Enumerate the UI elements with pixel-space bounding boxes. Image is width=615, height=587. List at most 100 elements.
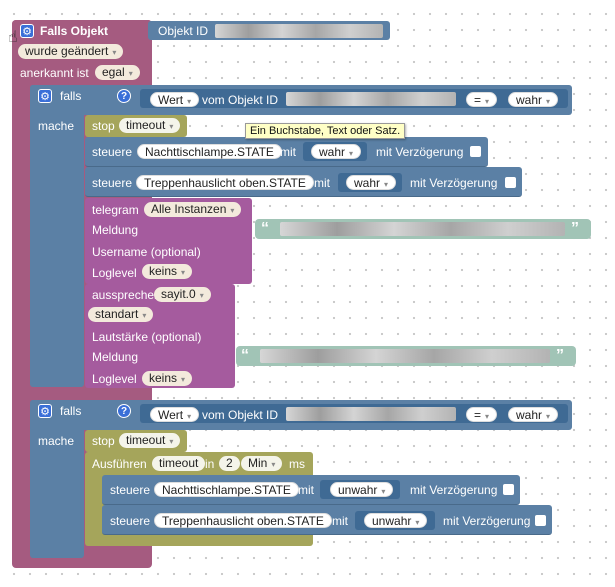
chevron-down-icon: ▾	[384, 180, 389, 189]
control-value-dropdown[interactable]: unwahr▾	[330, 482, 394, 497]
compare-value-dropdown[interactable]: wahr▾	[508, 92, 559, 107]
do-label: mache	[38, 434, 75, 448]
delay-label: mit Verzögerung	[410, 176, 498, 190]
chevron-down-icon: ▾	[485, 97, 490, 106]
control-value-dropdown[interactable]: unwahr▾	[364, 513, 428, 528]
timeout-unit-dropdown[interactable]: Min▾	[241, 456, 283, 471]
control-value: unwahr	[372, 514, 412, 528]
speak-instance-dropdown[interactable]: sayit.0▾	[154, 287, 211, 302]
control-value: wahr	[319, 145, 346, 159]
help-icon[interactable]: ?	[117, 89, 131, 103]
delay-checkbox[interactable]	[535, 515, 546, 526]
chevron-down-icon: ▾	[349, 149, 354, 158]
username-label: Username (optional)	[92, 245, 201, 259]
delay-label: mit Verzögerung	[443, 514, 531, 528]
ack-label: anerkannt ist	[20, 66, 89, 80]
quote-close-icon: ”	[571, 220, 579, 237]
value-dropdown-value: Wert	[158, 93, 184, 107]
stop-timeout-dropdown[interactable]: timeout▾	[119, 118, 181, 133]
changed-dropdown-value: wurde geändert	[25, 44, 109, 58]
chevron-down-icon: ▾	[230, 206, 235, 215]
volume-label: Lautstärke (optional)	[92, 330, 202, 344]
message-label: Meldung	[92, 350, 139, 364]
stop-timeout-dropdown[interactable]: timeout▾	[119, 433, 181, 448]
help-icon[interactable]: ?	[117, 404, 131, 418]
if-label: falls	[60, 404, 82, 418]
message-text-redacted[interactable]	[280, 222, 565, 236]
control-value: wahr	[354, 176, 381, 190]
gear-icon[interactable]: ⚙	[20, 24, 34, 38]
timeout-name-field[interactable]: timeout	[152, 456, 206, 471]
telegram-instance-value: Alle Instanzen	[151, 202, 227, 216]
control-label: steuere	[110, 514, 151, 528]
loglevel-dropdown[interactable]: keins▾	[142, 264, 193, 279]
compare-op-value: =	[474, 93, 482, 107]
telegram-instance-dropdown[interactable]: Alle Instanzen▾	[144, 202, 242, 217]
chevron-down-icon: ▾	[187, 412, 192, 421]
loglevel-value: keins	[149, 264, 178, 278]
object-id-field-redacted[interactable]	[215, 24, 383, 38]
control-target[interactable]: Treppenhauslicht oben.STATE	[154, 513, 332, 528]
quote-close-icon: ”	[556, 347, 564, 364]
loglevel-dropdown[interactable]: keins▾	[142, 371, 193, 386]
changed-dropdown[interactable]: wurde geändert▾	[18, 44, 124, 59]
control-target[interactable]: Treppenhauslicht oben.STATE	[136, 175, 314, 190]
quote-open-icon: “	[241, 347, 249, 364]
quote-open-icon: “	[261, 220, 269, 237]
chevron-down-icon: ▾	[381, 487, 386, 496]
compare-op-dropdown[interactable]: =▾	[466, 407, 498, 422]
chevron-down-icon: ▾	[169, 122, 174, 131]
loglevel-label: Loglevel	[92, 372, 137, 386]
control-value-dropdown[interactable]: wahr▾	[311, 144, 362, 159]
tooltip: Ein Buchstabe, Text oder Satz.	[245, 123, 406, 139]
loglevel-value: keins	[149, 371, 178, 385]
control-value: unwahr	[338, 483, 378, 497]
speak-instance-value: sayit.0	[161, 287, 196, 301]
chevron-down-icon: ▾	[169, 437, 174, 446]
chevron-down-icon: ▾	[415, 518, 420, 527]
control-label: steuere	[110, 483, 151, 497]
stop-timeout-value: timeout	[126, 433, 166, 447]
chevron-down-icon: ▾	[199, 291, 204, 300]
speak-label: aussprechen	[92, 288, 161, 302]
delay-label: mit Verzögerung	[376, 145, 464, 159]
delay-checkbox[interactable]	[505, 177, 516, 188]
value-dropdown[interactable]: Wert▾	[150, 407, 200, 422]
chevron-down-icon: ▾	[546, 97, 551, 106]
chevron-down-icon: ▾	[485, 412, 490, 421]
condition-object-id-redacted[interactable]	[286, 92, 456, 106]
control-target[interactable]: Nachttischlampe.STATE	[137, 144, 282, 159]
compare-op-value: =	[474, 408, 482, 422]
control-with-label: mit	[314, 176, 330, 190]
compare-op-dropdown[interactable]: =▾	[466, 92, 498, 107]
chevron-down-icon: ▾	[112, 48, 117, 57]
message-label: Meldung	[92, 223, 139, 237]
control-value-dropdown[interactable]: wahr▾	[346, 175, 397, 190]
condition-object-id-redacted[interactable]	[286, 407, 456, 421]
speak-mode-dropdown[interactable]: standart▾	[88, 307, 154, 322]
chevron-down-icon: ▾	[271, 460, 276, 469]
compare-value-dropdown[interactable]: wahr▾	[508, 407, 559, 422]
speak-mode-value: standart	[95, 307, 139, 321]
do-label: mache	[38, 119, 75, 133]
gear-icon[interactable]: ⚙	[38, 89, 52, 103]
if-block-1[interactable]	[30, 85, 84, 387]
compare-value: wahr	[516, 408, 543, 422]
value-dropdown[interactable]: Wert▾	[150, 92, 200, 107]
ack-dropdown-value: egal	[102, 65, 125, 79]
timeout-amount-field[interactable]: 2	[219, 456, 240, 471]
timeout-in-label: in	[205, 457, 215, 471]
delay-checkbox[interactable]	[470, 146, 481, 157]
timeout-run-label: Ausführen	[92, 457, 147, 471]
gear-icon[interactable]: ⚙	[38, 404, 52, 418]
ack-dropdown[interactable]: egal▾	[95, 65, 140, 80]
delay-checkbox[interactable]	[503, 484, 514, 495]
control-label: steuere	[92, 145, 133, 159]
object-id-label: Objekt ID	[158, 24, 209, 38]
control-with-label: mit	[332, 514, 348, 528]
timeout-unit-value: Min	[248, 456, 268, 470]
speak-message-text-redacted[interactable]	[260, 349, 550, 363]
of-object-label: vom Objekt ID	[202, 93, 279, 107]
delay-label: mit Verzögerung	[410, 483, 498, 497]
control-target[interactable]: Nachttischlampe.STATE	[154, 482, 299, 497]
